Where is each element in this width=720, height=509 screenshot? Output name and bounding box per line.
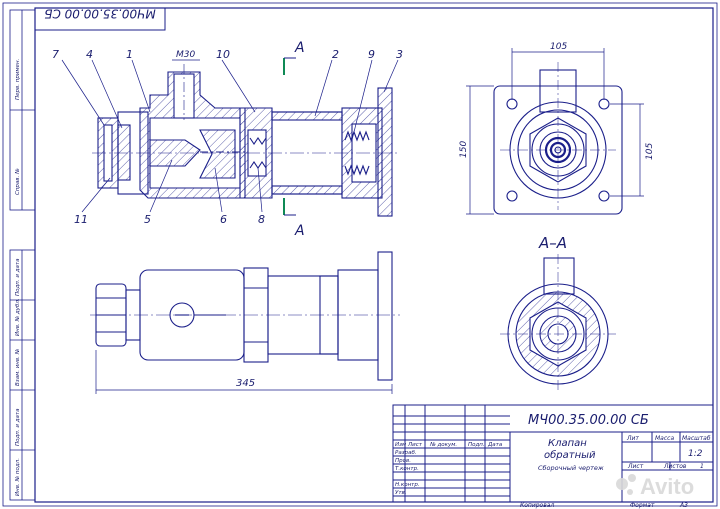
length-dimension	[95, 350, 393, 394]
stamp-text: Подп. и дата	[15, 258, 21, 296]
leader-lines	[61, 59, 399, 213]
callout-7: 7	[52, 48, 59, 61]
callout-11: 11	[74, 213, 88, 226]
callout-8: 8	[258, 213, 265, 226]
stamp-text: Справ. №	[15, 168, 21, 195]
section-view	[92, 64, 400, 217]
copied-label: Копировал	[520, 502, 554, 509]
dim-height-right: 105	[645, 143, 655, 160]
dim-width-top: 105	[550, 42, 567, 52]
mass-label: Масса	[655, 435, 674, 442]
section-marker-bottom: А	[294, 223, 305, 239]
side-view	[90, 251, 400, 381]
thread-label: М30	[176, 50, 195, 60]
sheets-value: 1	[700, 463, 704, 470]
rotated-code: МЧ00.35.00.00 СБ	[44, 7, 156, 21]
row-prov: Пров.	[395, 458, 411, 464]
stamp-text: Перв. примен.	[15, 58, 21, 100]
section-aa-view	[500, 254, 616, 392]
format-label: Формат	[630, 502, 655, 509]
row-nkontr: Н.контр.	[395, 482, 420, 488]
sheet-label: Лист	[627, 463, 644, 470]
stamp-text: Взам. инв. №	[15, 348, 21, 386]
callout-9: 9	[368, 48, 375, 61]
col-izm: Изм	[395, 442, 406, 448]
side-stamps	[9, 9, 36, 501]
row-tkontr: Т.контр.	[395, 466, 419, 472]
format-value: А3	[679, 502, 688, 509]
rotated-code-box	[34, 7, 166, 31]
sheets-label: Листов	[663, 463, 687, 470]
col-date: Дата	[487, 442, 503, 448]
end-view	[493, 62, 623, 215]
scale-label: Масштаб	[682, 435, 711, 442]
watermark: Avito	[616, 474, 694, 499]
callout-2: 2	[332, 48, 339, 61]
scale-value: 1:2	[688, 449, 703, 459]
stamp-text: Подп. и дата	[15, 408, 21, 446]
section-view-label: А–А	[538, 234, 567, 252]
col-doc: № докум.	[429, 442, 457, 448]
callout-10: 10	[216, 48, 230, 61]
title-code: МЧ00.35.00.00 СБ	[528, 413, 649, 428]
dim-height-left: 150	[459, 141, 469, 158]
callout-5: 5	[144, 213, 151, 226]
callout-3: 3	[396, 48, 403, 61]
row-razrab: Разраб.	[395, 450, 417, 456]
dim-length: 345	[236, 378, 255, 389]
stamp-text: Инв. № дубл.	[15, 298, 21, 336]
watermark-text: Avito	[640, 474, 694, 499]
title-block	[392, 404, 714, 503]
row-utv: Утв.	[395, 490, 407, 496]
title-subtitle: Сборочный чертеж	[538, 464, 604, 472]
title-name-2: обратный	[544, 449, 596, 461]
col-list: Лист	[407, 442, 423, 448]
lit-label: Лит	[626, 435, 639, 442]
col-sign: Подп.	[468, 442, 485, 448]
callout-1: 1	[126, 48, 133, 61]
section-marker-top: А	[294, 40, 305, 56]
callout-6: 6	[220, 213, 227, 226]
callout-4: 4	[86, 48, 93, 61]
title-name-1: Клапан	[548, 438, 587, 449]
stamp-text: Инв. № подл.	[15, 458, 21, 496]
end-view-dims	[466, 48, 644, 215]
